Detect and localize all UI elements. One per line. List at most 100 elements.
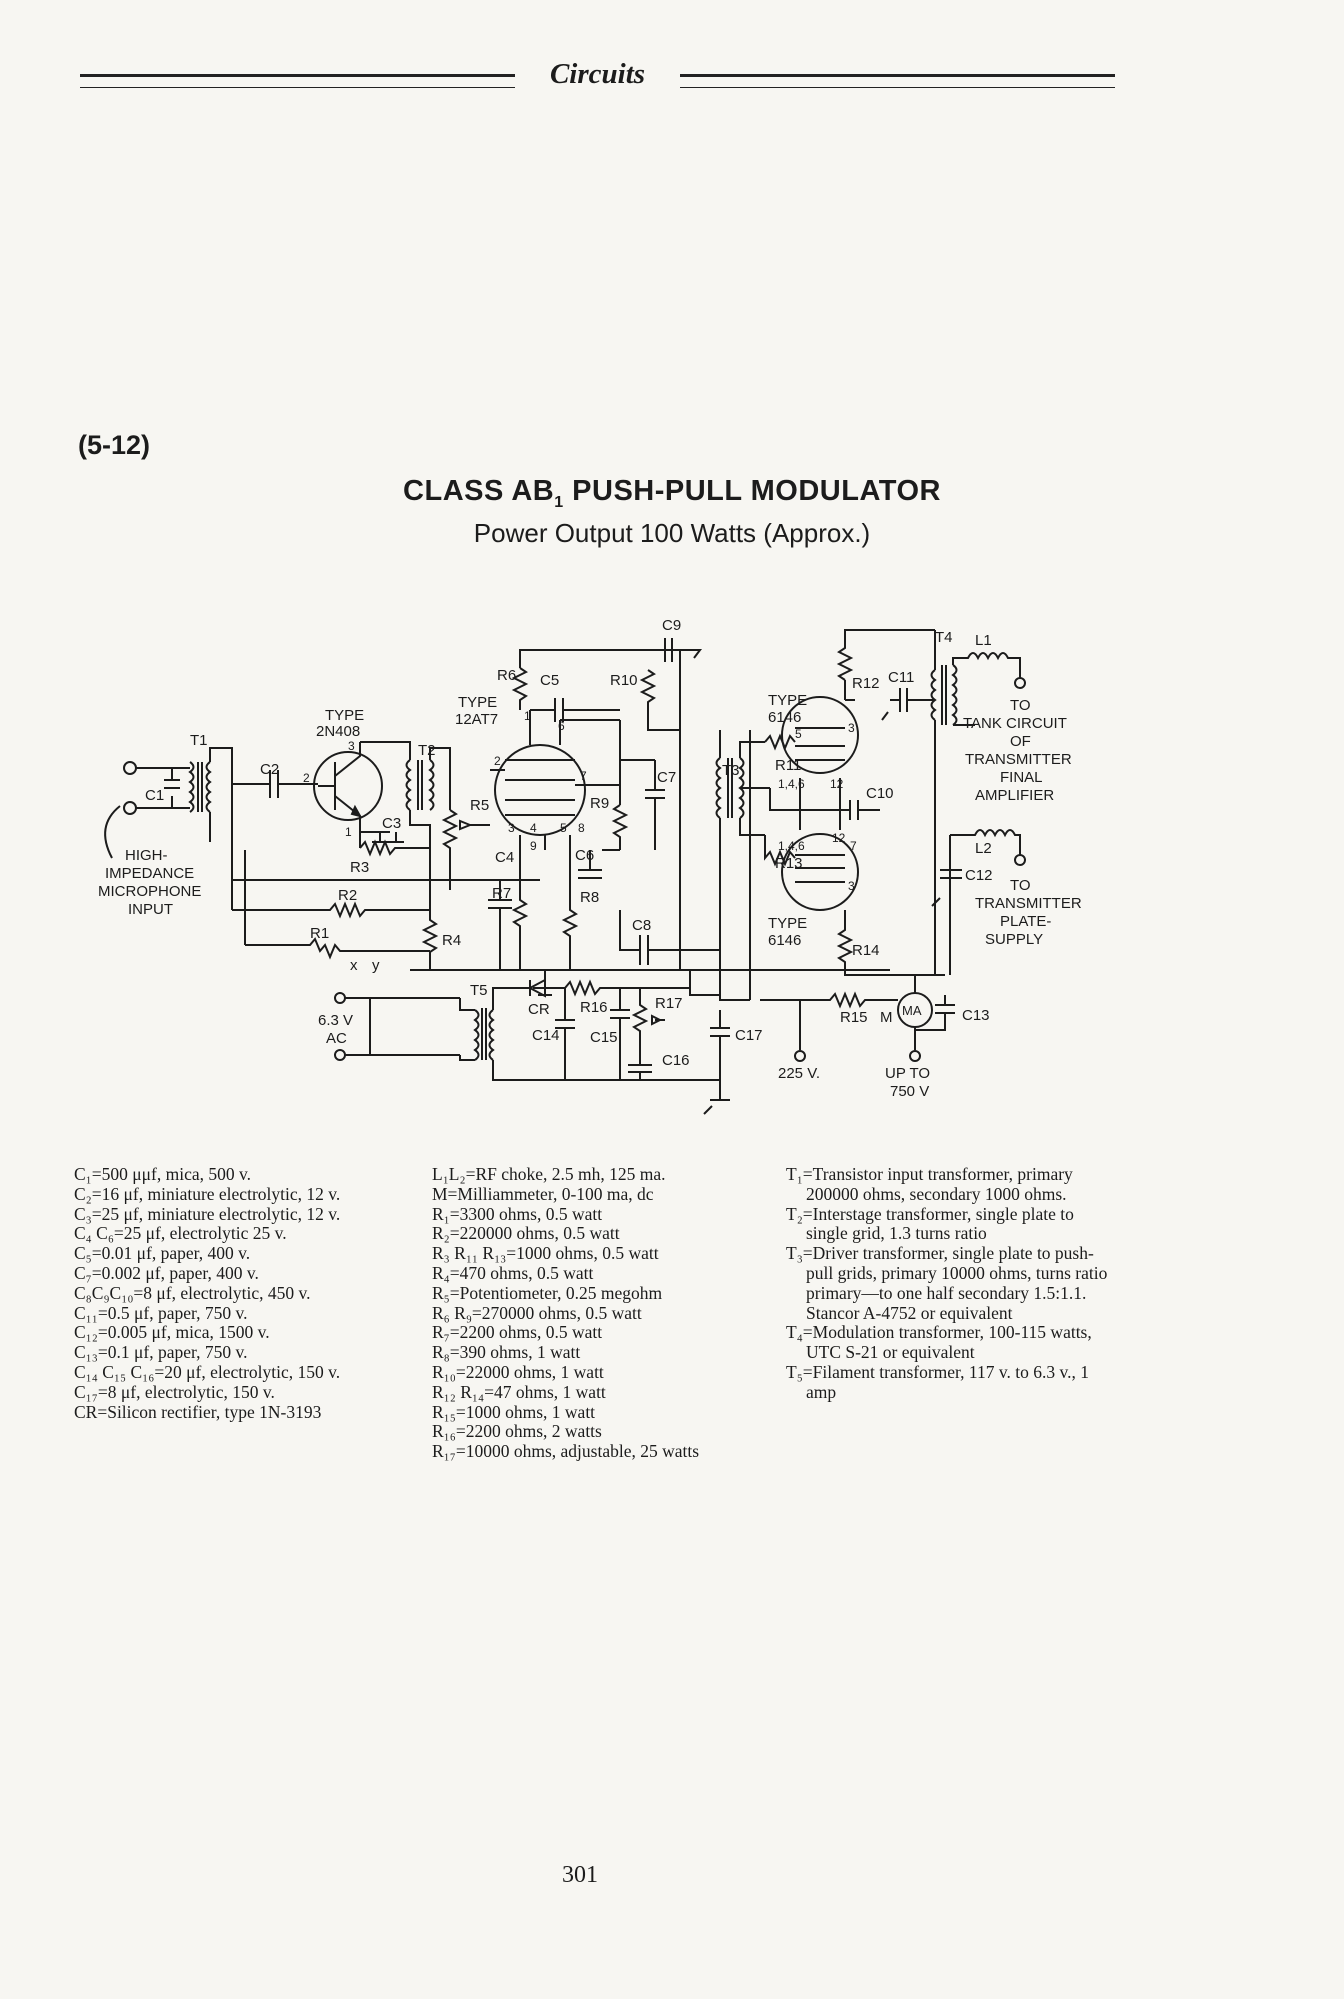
label-750v: 750 V [890, 1083, 929, 1100]
part-entry: C₈C₉C₁₀=8 μf, electrolytic, 450 v. [74, 1282, 311, 1303]
label-pin-7-bottom: 7 [850, 839, 857, 853]
label-c1: C1 [145, 787, 164, 804]
part-entry: R₅=Potentiometer, 0.25 megohm [432, 1282, 663, 1303]
label-mic-3: MICROPHONE [98, 883, 201, 900]
label-pins-12-bottom: 12 [832, 831, 846, 845]
header-rule-right [680, 74, 1115, 88]
circuit-title-rest: PUSH-PULL MODULATOR [563, 475, 941, 507]
label-pin-3-tube: 3 [508, 821, 515, 835]
label-t2: T2 [418, 742, 436, 759]
label-mic-4: INPUT [128, 901, 173, 918]
label-c15: C15 [590, 1029, 618, 1046]
label-r8: R8 [580, 889, 599, 906]
part-entry: T₁=Transistor input transformer, primary… [786, 1164, 1073, 1204]
label-pins-146-top: 1,4,6 [778, 777, 805, 791]
figure-number: (5-12) [78, 430, 151, 460]
label-t3: T3 [722, 762, 740, 779]
label-c7: C7 [657, 769, 676, 786]
label-tank-4: TRANSMITTER [965, 751, 1072, 768]
part-entry: R₄=470 ohms, 0.5 watt [432, 1262, 594, 1283]
label-type-2n408: TYPE [325, 707, 364, 724]
part-entry: C₅=0.01 μf, paper, 400 v. [74, 1243, 251, 1264]
label-pins-12-top: 12 [830, 777, 844, 791]
part-entry: T₃=Driver transformer, single plate to p… [786, 1243, 1108, 1323]
label-m: M [880, 1009, 893, 1026]
label-mic-1: HIGH- [125, 847, 168, 864]
label-2n408: 2N408 [316, 723, 360, 740]
label-l2: L2 [975, 840, 992, 857]
label-r10: R10 [610, 672, 638, 689]
label-r1: R1 [310, 925, 329, 942]
label-r11: R11 [775, 757, 801, 774]
label-pins-146-bottom: 1,4,6 [778, 839, 805, 853]
label-plate-1: TO [1010, 877, 1031, 894]
running-header: Circuits [80, 58, 1115, 98]
label-r15: R15 [840, 1009, 868, 1026]
label-c16: C16 [662, 1052, 690, 1069]
label-pin-5-tube: 5 [560, 821, 567, 835]
label-6-3v: 6.3 V [318, 1012, 353, 1029]
parts-list-transformers: T₁=Transistor input transformer, primary… [786, 1164, 1108, 1403]
label-c11: C11 [888, 669, 914, 686]
part-entry: M=Milliammeter, 0-100 ma, dc [432, 1183, 654, 1204]
label-r4: R4 [442, 932, 461, 949]
page-number: 301 [562, 1862, 598, 1888]
label-c2: C2 [260, 761, 279, 778]
part-entry: R₃ R₁₁ R₁₃=1000 ohms, 0.5 watt [432, 1243, 659, 1264]
label-pin-2-transistor: 2 [303, 771, 310, 785]
schematic-labels: C9 R6 C5 R10 TYPE 12AT7 TYPE 2N408 T1 C1… [98, 617, 1082, 1100]
part-entry: C₁₁=0.5 μf, paper, 750 v. [74, 1302, 248, 1323]
part-entry: C₃=25 μf, miniature electrolytic, 12 v. [74, 1203, 341, 1224]
label-pin-5-top: 5 [795, 727, 802, 741]
part-entry: C₇=0.002 μf, paper, 400 v. [74, 1262, 259, 1283]
label-t4: T4 [935, 629, 953, 646]
part-entry: R₁₆=2200 ohms, 2 watts [432, 1421, 602, 1442]
part-entry: C₁₃=0.1 μf, paper, 750 v. [74, 1342, 248, 1363]
label-pin-7-tube: 7 [580, 769, 587, 783]
part-entry: C₁₄ C₁₅ C₁₆=20 μf, electrolytic, 150 v. [74, 1361, 341, 1382]
label-r13: R13 [775, 855, 803, 872]
circuit-title-subscript: 1 [554, 493, 564, 511]
label-plate-2: TRANSMITTER [975, 895, 1082, 912]
label-l1: L1 [975, 632, 992, 649]
circuit-title-main: CLASS AB [403, 475, 555, 507]
part-entry: L₁L₂=RF choke, 2.5 mh, 125 ma. [432, 1164, 666, 1184]
label-c17: C17 [735, 1027, 763, 1044]
label-pin-4-tube: 4 [530, 821, 537, 835]
parts-list-capacitors: C₁=500 μμf, mica, 500 v. C₂=16 μf, minia… [74, 1164, 394, 1422]
label-plate-3: PLATE- [1000, 913, 1051, 930]
part-entry: R₈=390 ohms, 1 watt [432, 1342, 581, 1363]
label-pin-3-transistor: 3 [348, 739, 355, 753]
part-entry: R₁=3300 ohms, 0.5 watt [432, 1203, 603, 1224]
part-entry: CR=Silicon rectifier, type 1N-3193 [74, 1401, 322, 1422]
label-tank-5: FINAL [1000, 769, 1043, 786]
label-tank-1: TO [1010, 697, 1031, 714]
label-pin-1-tube: 1 [524, 709, 531, 723]
part-entry: R₇=2200 ohms, 0.5 watt [432, 1322, 603, 1343]
part-entry: R₆ R₉=270000 ohms, 0.5 watt [432, 1302, 642, 1323]
label-ma: MA [902, 1003, 922, 1018]
label-t1: T1 [190, 732, 208, 749]
circuit-title: CLASS AB1 PUSH-PULL MODULATOR [0, 475, 1344, 512]
part-entry: R₁₇=10000 ohms, adjustable, 25 watts [432, 1441, 700, 1462]
label-r7: R7 [492, 885, 511, 902]
part-entry: T₂=Interstage transformer, single plate … [786, 1203, 1074, 1244]
label-r16: R16 [580, 999, 608, 1016]
label-6146-top: 6146 [768, 709, 801, 726]
label-t5: T5 [470, 982, 488, 999]
label-225v: 225 V. [778, 1065, 820, 1082]
label-pin-9-tube: 9 [530, 839, 537, 853]
label-pin-1-transistor: 1 [345, 825, 352, 839]
label-tank-3: OF [1010, 733, 1031, 750]
label-up-to: UP TO [885, 1065, 930, 1082]
part-entry: C₄ C₆=25 μf, electrolytic 25 v. [74, 1223, 287, 1244]
label-r14: R14 [852, 942, 880, 959]
part-entry: T₄=Modulation transformer, 100-115 watts… [786, 1322, 1092, 1363]
part-entry: R₁₂ R₁₄=47 ohms, 1 watt [432, 1381, 606, 1402]
label-6146-bottom: 6146 [768, 932, 801, 949]
label-r17: R17 [655, 995, 683, 1012]
part-entry: C₂=16 μf, miniature electrolytic, 12 v. [74, 1183, 341, 1204]
label-x: x [350, 957, 358, 974]
label-c12: C12 [965, 867, 993, 884]
part-entry: C₁₇=8 μf, electrolytic, 150 v. [74, 1381, 275, 1402]
